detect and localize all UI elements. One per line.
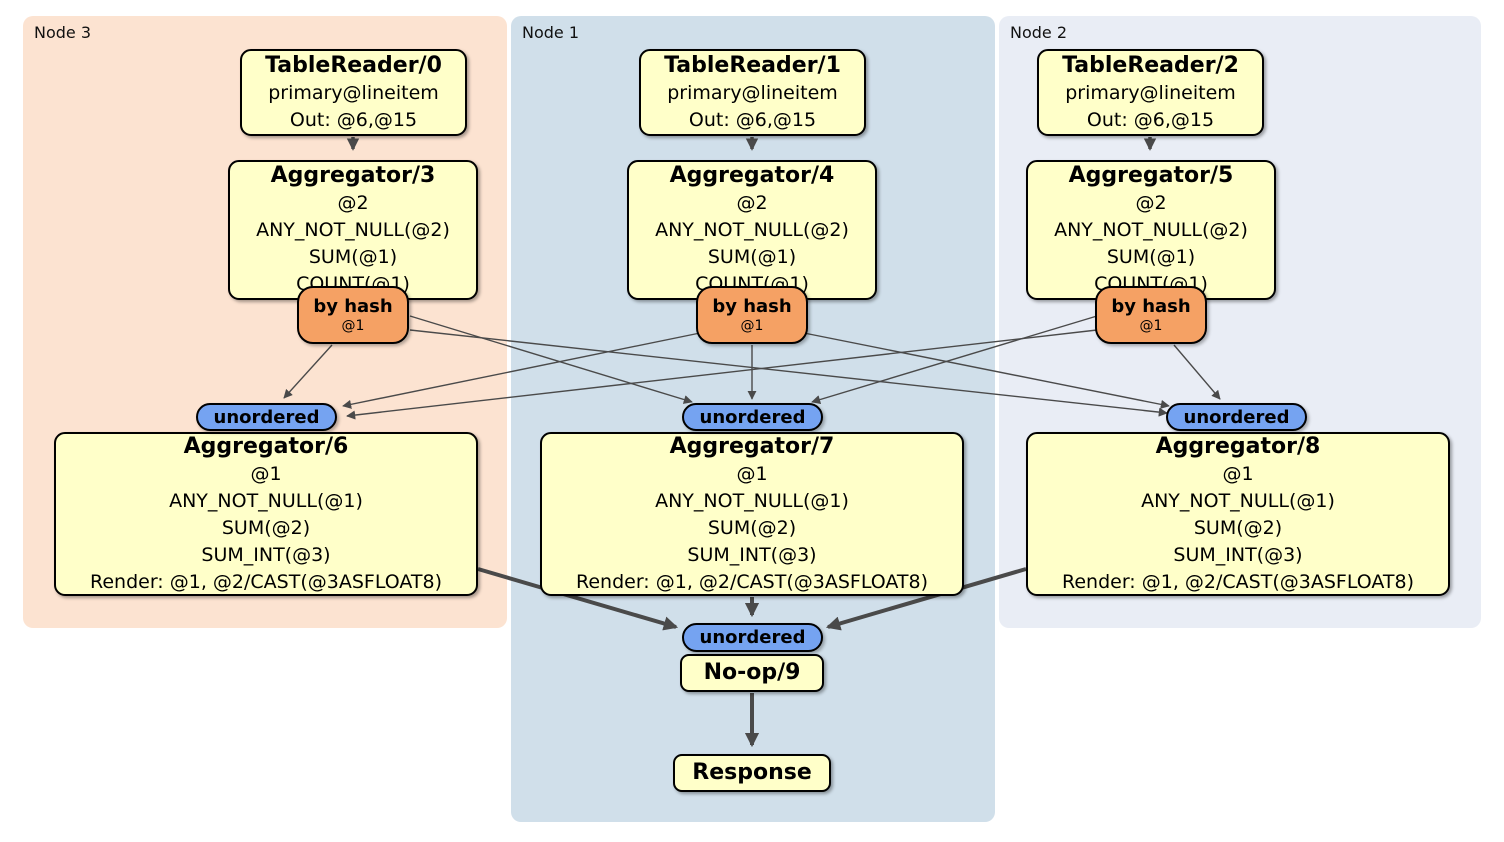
router-detail: @1 bbox=[341, 318, 365, 334]
processor-detail: SUM(@2) bbox=[1193, 516, 1283, 539]
router-label: by hash bbox=[313, 296, 393, 317]
processor-aggregator-4: Aggregator/4 @2 ANY_NOT_NULL(@2) SUM(@1)… bbox=[627, 160, 877, 300]
processor-title: Aggregator/6 bbox=[183, 433, 349, 459]
stream-unordered-node2: unordered bbox=[1166, 403, 1307, 431]
processor-detail: @2 bbox=[736, 192, 768, 214]
processor-detail: SUM(@2) bbox=[221, 516, 311, 539]
processor-detail: SUM(@1) bbox=[1106, 246, 1196, 268]
processor-tablereader-2: TableReader/2 primary@lineitem Out: @6,@… bbox=[1037, 49, 1264, 136]
processor-detail: Out: @6,@15 bbox=[289, 108, 418, 131]
stream-unordered-node3: unordered bbox=[196, 403, 337, 431]
processor-title: Aggregator/4 bbox=[669, 163, 835, 188]
processor-detail: @1 bbox=[250, 462, 282, 485]
processor-title: Response bbox=[692, 760, 812, 785]
processor-detail: SUM_INT(@3) bbox=[1173, 543, 1303, 566]
stream-unordered-final: unordered bbox=[682, 623, 823, 652]
processor-detail: @2 bbox=[1135, 192, 1167, 214]
processor-detail: Render: @1, @2/CAST(@3ASFLOAT8) bbox=[1062, 570, 1414, 593]
processor-response: Response bbox=[673, 754, 831, 792]
processor-detail: SUM_INT(@3) bbox=[201, 543, 331, 566]
processor-title: Aggregator/8 bbox=[1155, 433, 1321, 459]
processor-tablereader-1: TableReader/1 primary@lineitem Out: @6,@… bbox=[639, 49, 866, 136]
processor-detail: Render: @1, @2/CAST(@3ASFLOAT8) bbox=[576, 570, 928, 593]
processor-detail: ANY_NOT_NULL(@2) bbox=[655, 219, 849, 241]
processor-detail: SUM_INT(@3) bbox=[687, 543, 817, 566]
processor-detail: Out: @6,@15 bbox=[688, 108, 817, 131]
stream-unordered-node1: unordered bbox=[682, 403, 823, 431]
processor-aggregator-5: Aggregator/5 @2 ANY_NOT_NULL(@2) SUM(@1)… bbox=[1026, 160, 1276, 300]
stream-label: unordered bbox=[1183, 406, 1290, 428]
router-by-hash-node2: by hash @1 bbox=[1095, 286, 1207, 344]
processor-detail: @2 bbox=[337, 192, 369, 214]
processor-detail: primary@lineitem bbox=[268, 81, 439, 104]
processor-detail: SUM(@2) bbox=[707, 516, 797, 539]
router-detail: @1 bbox=[1139, 318, 1163, 334]
processor-detail: SUM(@1) bbox=[308, 246, 398, 268]
processor-detail: ANY_NOT_NULL(@1) bbox=[1141, 489, 1335, 512]
processor-detail: @1 bbox=[1222, 462, 1254, 485]
router-by-hash-node1: by hash @1 bbox=[696, 286, 808, 344]
processor-tablereader-0: TableReader/0 primary@lineitem Out: @6,@… bbox=[240, 49, 467, 136]
stream-label: unordered bbox=[213, 406, 320, 428]
processor-title: No-op/9 bbox=[703, 660, 801, 685]
processor-detail: Render: @1, @2/CAST(@3ASFLOAT8) bbox=[90, 570, 442, 593]
processor-detail: primary@lineitem bbox=[1065, 81, 1236, 104]
router-detail: @1 bbox=[740, 318, 764, 334]
processor-title: Aggregator/7 bbox=[669, 433, 835, 459]
processor-title: TableReader/0 bbox=[265, 52, 442, 78]
processor-aggregator-6: Aggregator/6 @1 ANY_NOT_NULL(@1) SUM(@2)… bbox=[54, 432, 478, 596]
processor-detail: ANY_NOT_NULL(@1) bbox=[169, 489, 363, 512]
processor-aggregator-8: Aggregator/8 @1 ANY_NOT_NULL(@1) SUM(@2)… bbox=[1026, 432, 1450, 596]
processor-noop-9: No-op/9 bbox=[680, 654, 824, 692]
node-1-label: Node 1 bbox=[522, 23, 580, 42]
processor-detail: SUM(@1) bbox=[707, 246, 797, 268]
processor-detail: ANY_NOT_NULL(@1) bbox=[655, 489, 849, 512]
processor-detail: primary@lineitem bbox=[667, 81, 838, 104]
processor-detail: ANY_NOT_NULL(@2) bbox=[1054, 219, 1248, 241]
stream-label: unordered bbox=[699, 406, 806, 428]
node-2-label: Node 2 bbox=[1010, 23, 1068, 42]
processor-detail: ANY_NOT_NULL(@2) bbox=[256, 219, 450, 241]
processor-title: TableReader/1 bbox=[664, 52, 841, 78]
processor-detail: Out: @6,@15 bbox=[1086, 108, 1215, 131]
processor-detail: @1 bbox=[736, 462, 768, 485]
processor-aggregator-7: Aggregator/7 @1 ANY_NOT_NULL(@1) SUM(@2)… bbox=[540, 432, 964, 596]
router-label: by hash bbox=[1111, 296, 1191, 317]
stream-label: unordered bbox=[699, 627, 806, 648]
processor-aggregator-3: Aggregator/3 @2 ANY_NOT_NULL(@2) SUM(@1)… bbox=[228, 160, 478, 300]
processor-title: Aggregator/3 bbox=[270, 163, 436, 188]
router-label: by hash bbox=[712, 296, 792, 317]
processor-title: Aggregator/5 bbox=[1068, 163, 1234, 188]
router-by-hash-node3: by hash @1 bbox=[297, 286, 409, 344]
processor-title: TableReader/2 bbox=[1062, 52, 1239, 78]
node-3-label: Node 3 bbox=[34, 23, 92, 42]
